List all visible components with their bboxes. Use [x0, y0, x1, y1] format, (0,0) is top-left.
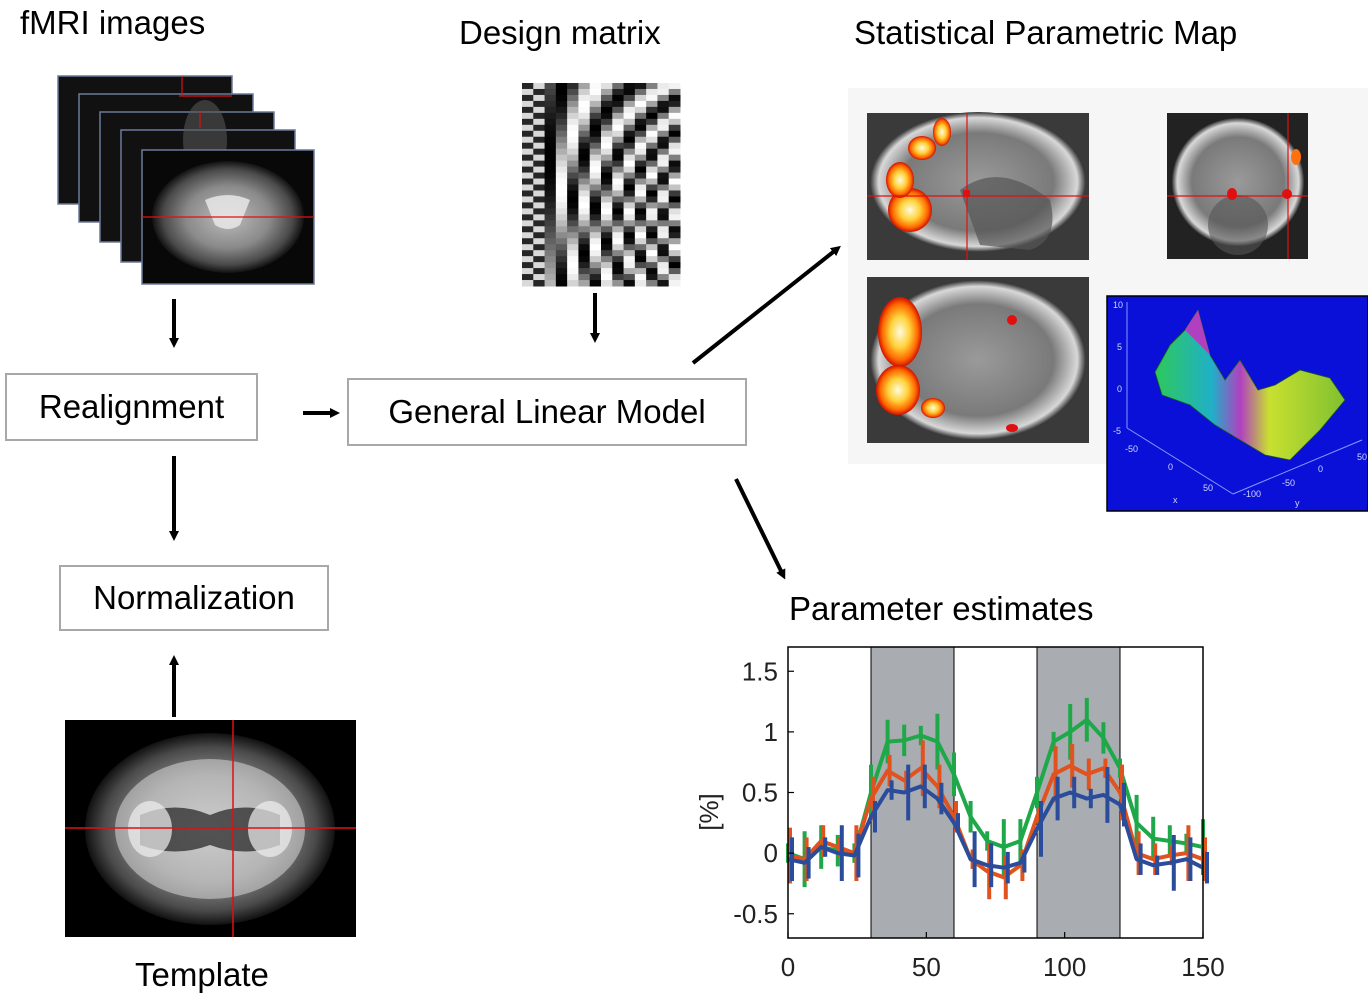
- fmri-image-stack: [57, 75, 315, 285]
- y-tick-label: 0.5: [742, 778, 778, 808]
- arrow-glm-to-estimates: [734, 478, 786, 580]
- realignment-box: Realignment: [5, 373, 258, 441]
- arrows: [169, 245, 841, 717]
- spm-coronal-slice: [1167, 113, 1308, 259]
- surface-y-tick-1: 0: [1318, 464, 1323, 474]
- surface-z-tick-3: -5: [1113, 426, 1121, 436]
- spm-axial-slice: [867, 277, 1089, 443]
- fmri-images-label: fMRI images: [20, 4, 206, 41]
- design-matrix-label: Design matrix: [459, 14, 661, 51]
- y-tick-label: -0.5: [733, 899, 778, 929]
- y-tick-label: 0: [764, 838, 778, 868]
- chart-frame: [787, 646, 1204, 939]
- normalization-box: Normalization: [59, 565, 329, 631]
- surface-x-tick-1: 0: [1168, 462, 1173, 472]
- x-tick-label: 150: [1181, 952, 1224, 982]
- surface-z-tick-2: 0: [1117, 384, 1122, 394]
- normalization-label: Normalization: [93, 579, 295, 616]
- spm-label: Statistical Parametric Map: [854, 14, 1238, 51]
- surface-y-tick-0: 50: [1357, 452, 1367, 462]
- y-tick-label: 1: [764, 717, 778, 747]
- x-tick-label: 100: [1043, 952, 1086, 982]
- surface-y-tick-2: -50: [1282, 478, 1295, 488]
- surface-z-tick-1: 5: [1117, 342, 1122, 352]
- surface-xlabel: x: [1173, 495, 1178, 505]
- parameter-estimates-label: Parameter estimates: [789, 590, 1094, 627]
- surface-ylabel: y: [1295, 498, 1300, 508]
- realignment-label: Realignment: [38, 388, 225, 425]
- series-line: [787, 717, 1204, 862]
- glm-box: General Linear Model: [347, 378, 747, 446]
- chart-ylabel: [%]: [694, 793, 724, 831]
- x-tick-label: 0: [781, 952, 795, 982]
- template-label: Template: [135, 956, 269, 993]
- y-tick-label: 1.5: [742, 656, 778, 686]
- spm-surface-plot: 10 5 0 -5 -50 0 50 50 0 -50 -100 x y: [1106, 295, 1368, 512]
- spm-sagittal-slice: [867, 112, 1089, 260]
- arrow-glm-to-spm: [691, 245, 841, 365]
- surface-x-tick-2: 50: [1203, 483, 1213, 493]
- surface-y-tick-3: -100: [1243, 489, 1261, 499]
- template-image: [65, 720, 356, 937]
- glm-label: General Linear Model: [388, 393, 706, 430]
- surface-x-tick-0: -50: [1125, 444, 1138, 454]
- x-tick-label: 50: [912, 952, 941, 982]
- surface-z-tick-0: 10: [1113, 300, 1123, 310]
- design-matrix-image: [522, 83, 681, 287]
